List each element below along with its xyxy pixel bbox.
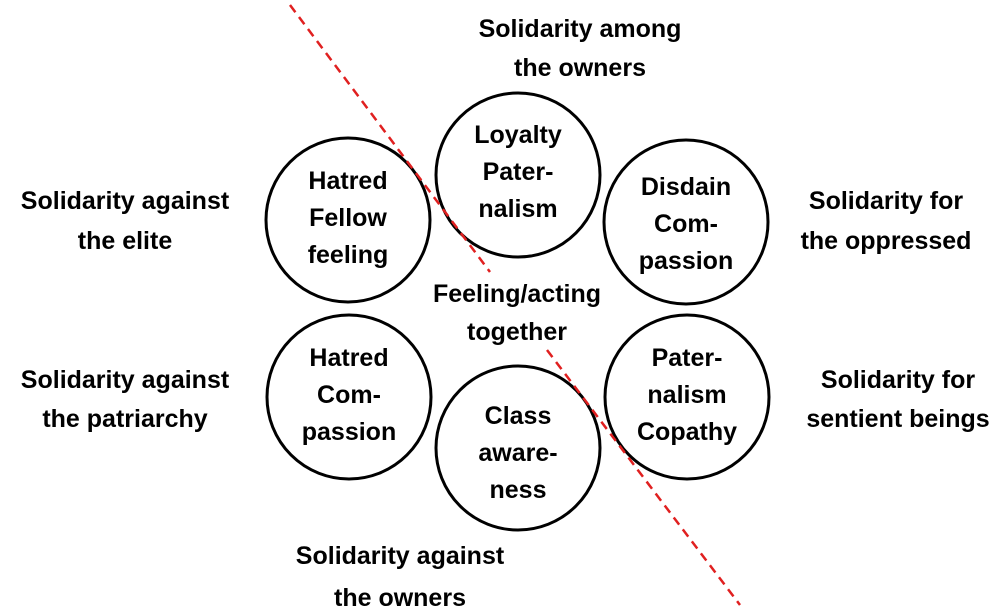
circle-text: passion	[639, 247, 733, 275]
label-right-bottom: Solidarity for	[821, 366, 975, 394]
label-bottom: the owners	[334, 584, 466, 612]
circle-text: Com-	[317, 381, 381, 409]
label-right-top: the oppressed	[801, 227, 972, 255]
circle-text: nalism	[647, 381, 726, 409]
circle-text: Com-	[654, 210, 718, 238]
label-right-top: Solidarity for	[809, 187, 963, 215]
circle-text: Loyalty	[474, 121, 562, 149]
label-right-bottom: sentient beings	[806, 405, 989, 433]
circle-bottom-right: Pater- nalism Copathy	[603, 313, 771, 481]
circle-text: feeling	[308, 241, 389, 269]
circle-text: passion	[302, 418, 396, 446]
circle-text: Hatred	[308, 167, 387, 195]
center-label: Feeling/acting	[433, 280, 601, 308]
circle-text: Copathy	[637, 418, 737, 446]
circle-text: Class	[485, 402, 552, 430]
label-left-top: the elite	[78, 227, 173, 255]
circle-top: Loyalty Pater- nalism	[434, 91, 602, 259]
circle-bottom-left: Hatred Com- passion	[265, 313, 433, 481]
circle-text: Fellow	[309, 204, 387, 232]
label-left-top: Solidarity against	[21, 187, 230, 215]
circle-text: Pater-	[483, 158, 554, 186]
circle-text: aware-	[478, 439, 557, 467]
label-top: Solidarity among	[479, 15, 682, 43]
label-left-bottom: the patriarchy	[42, 405, 207, 433]
circle-text: Disdain	[641, 173, 731, 201]
label-top: the owners	[514, 54, 646, 82]
circle-top-right: Disdain Com- passion	[602, 138, 770, 306]
divider-line-top	[288, 4, 492, 273]
circle-top-left: Hatred Fellow feeling	[264, 136, 432, 304]
circle-text: Hatred	[309, 344, 388, 372]
center-label: together	[467, 318, 567, 346]
circle-bottom: Class aware- ness	[434, 364, 602, 532]
divider-line-bottom	[546, 349, 741, 606]
label-left-bottom: Solidarity against	[21, 366, 230, 394]
label-bottom: Solidarity against	[296, 542, 505, 570]
circle-text: nalism	[478, 195, 557, 223]
circle-text: ness	[490, 476, 547, 504]
circle-text: Pater-	[652, 344, 723, 372]
